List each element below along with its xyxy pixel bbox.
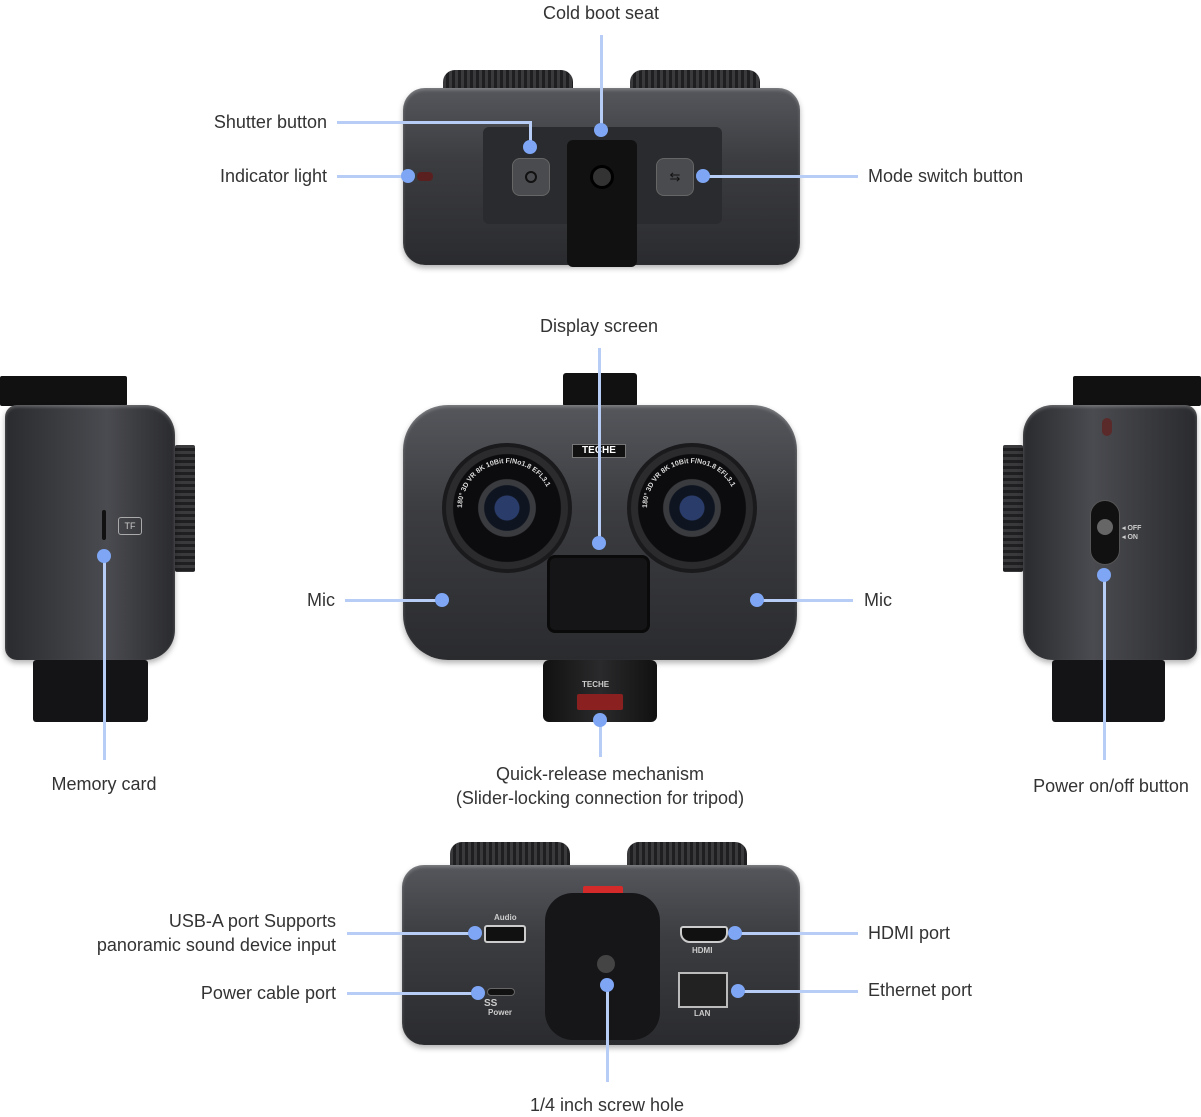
leader-line — [337, 175, 408, 178]
leader-line — [1103, 575, 1106, 760]
tf-marking: TF — [118, 517, 142, 535]
lan-marking: LAN — [694, 1009, 711, 1018]
leader-line — [103, 556, 106, 760]
label-indicator-light: Indicator light — [219, 166, 327, 186]
shutter-button[interactable] — [512, 158, 550, 196]
label-memory-card: Memory card — [51, 774, 157, 794]
callout-dot — [97, 549, 111, 563]
lens-dial — [630, 70, 760, 92]
ethernet-port[interactable] — [678, 972, 728, 1008]
callout-dot — [471, 986, 485, 1000]
audio-marking: Audio — [494, 913, 517, 922]
mount-plate — [545, 893, 660, 1040]
hdmi-port[interactable] — [680, 926, 728, 943]
svg-text:180° 3D VR 8K 10Bit F/No1.8: 180° 3D VR 8K 10Bit F/No1.8 EFL3.1 — [642, 458, 736, 508]
label-quick-release-1: Quick-release mechanism — [495, 764, 705, 784]
memory-card-slot[interactable] — [102, 510, 106, 540]
leader-line — [703, 175, 858, 178]
label-shutter-button: Shutter button — [213, 112, 327, 132]
callout-dot — [523, 140, 537, 154]
callout-dot — [728, 926, 742, 940]
leader-line — [599, 720, 602, 757]
label-display-screen: Display screen — [539, 316, 659, 336]
lens-dial — [443, 70, 573, 92]
label-cold-boot-seat: Cold boot seat — [542, 3, 660, 23]
callout-dot — [750, 593, 764, 607]
callout-dot — [592, 536, 606, 550]
callout-dot — [1097, 568, 1111, 582]
label-screw-hole: 1/4 inch screw hole — [529, 1095, 685, 1115]
leader-line — [347, 992, 478, 995]
power-cable-port[interactable] — [487, 988, 515, 996]
callout-dot — [600, 978, 614, 992]
indicator-light — [417, 172, 433, 181]
label-hdmi: HDMI port — [868, 923, 951, 943]
label-mic-right: Mic — [864, 590, 892, 610]
leader-line — [738, 990, 858, 993]
label-usb-a-1: USB-A port Supports — [168, 911, 336, 931]
leader-line — [347, 932, 475, 935]
label-usb-a-2: panoramic sound device input — [96, 935, 336, 955]
left-lens: 180° 3D VR 8K 10Bit F/No1.8 EFL3.1 — [442, 443, 572, 573]
label-ethernet: Ethernet port — [868, 980, 973, 1000]
label-mic-left: Mic — [307, 590, 335, 610]
power-switch[interactable] — [1090, 500, 1120, 565]
label-power-button: Power on/off button — [1033, 776, 1189, 796]
power-marking: Power — [488, 1008, 513, 1017]
hdmi-marking: HDMI — [692, 946, 713, 955]
leader-line — [345, 599, 442, 602]
usb-a-port[interactable] — [484, 925, 526, 943]
mode-switch-button[interactable]: ⇆ — [656, 158, 694, 196]
callout-dot — [435, 593, 449, 607]
leader-line — [757, 599, 853, 602]
brand-logo: TECHE — [582, 680, 610, 689]
leader-line — [606, 985, 609, 1082]
right-lens: 180° 3D VR 8K 10Bit F/No1.8 EFL3.1 — [627, 443, 757, 573]
label-power-cable: Power cable port — [200, 983, 336, 1003]
callout-dot — [593, 713, 607, 727]
on-marking: ◂ ON — [1122, 534, 1138, 541]
callout-dot — [696, 169, 710, 183]
callout-dot — [401, 169, 415, 183]
cold-boot-seat — [567, 140, 637, 267]
leader-line — [598, 348, 601, 543]
label-mode-switch-button: Mode switch button — [868, 166, 1024, 186]
lens-marking: 180° 3D VR 8K 10Bit F/No1.8 EFL3.1 — [642, 458, 736, 508]
label-quick-release-2: (Slider-locking connection for tripod) — [455, 788, 745, 808]
callout-dot — [468, 926, 482, 940]
leader-line — [529, 121, 532, 147]
lens-marking: 180° 3D VR 8K 10Bit F/No1.8 EFL3.1 — [457, 458, 551, 508]
leader-line — [735, 932, 858, 935]
leader-line — [600, 35, 603, 130]
off-marking: ◂ OFF — [1122, 525, 1142, 532]
leader-line — [337, 121, 531, 124]
callout-dot — [594, 123, 608, 137]
display-screen[interactable] — [547, 555, 650, 633]
ss-marking: SS — [484, 998, 498, 1009]
screw-hole — [597, 955, 615, 973]
svg-text:180° 3D VR 8K 10Bit F/No1.8: 180° 3D VR 8K 10Bit F/No1.8 EFL3.1 — [457, 458, 551, 508]
callout-dot — [731, 984, 745, 998]
quick-release-slider[interactable] — [577, 694, 623, 710]
